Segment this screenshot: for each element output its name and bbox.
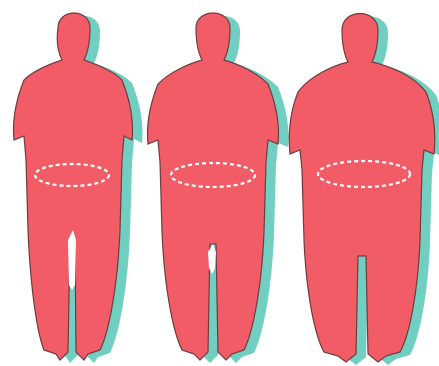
figure-slim-leg-gap xyxy=(68,230,76,290)
